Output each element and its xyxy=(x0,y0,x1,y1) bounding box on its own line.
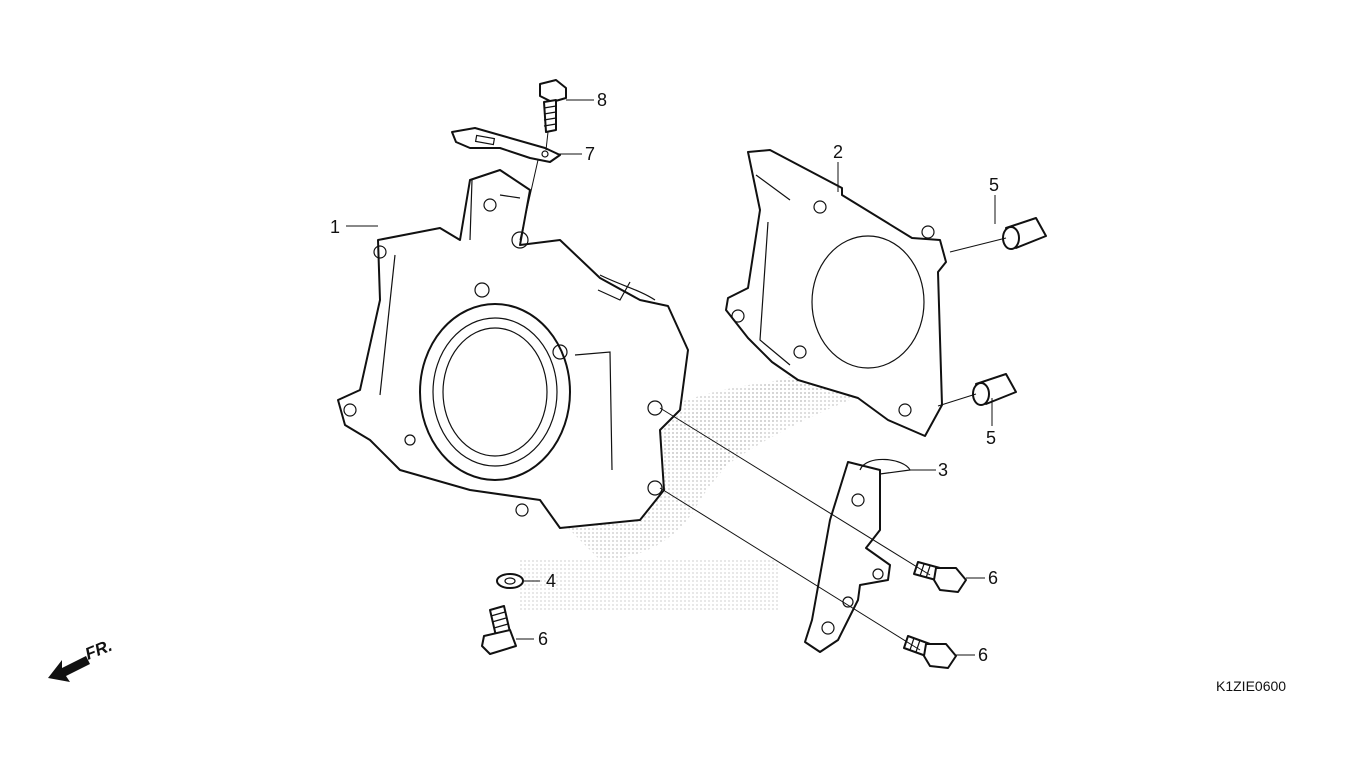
clamp-bracket xyxy=(804,458,911,653)
callout-3: 3 xyxy=(938,460,948,480)
direction-label: FR. xyxy=(82,636,115,664)
bracket-plate xyxy=(451,127,561,163)
cylinder-block xyxy=(337,169,689,529)
callout-6-left: 6 xyxy=(538,629,548,649)
callout-6-lower: 6 xyxy=(978,645,988,665)
bolt-6-mid xyxy=(913,561,967,593)
callout-1: 1 xyxy=(330,217,340,237)
callout-5-lower: 5 xyxy=(986,428,996,448)
dowel-pin-lower xyxy=(972,373,1017,406)
callout-2: 2 xyxy=(833,142,843,162)
diagram-code: K1ZIE0600 xyxy=(1216,678,1286,694)
callout-8: 8 xyxy=(597,90,607,110)
callout-4: 4 xyxy=(546,571,556,591)
callout-6-mid: 6 xyxy=(988,568,998,588)
front-direction-arrow-icon: FR. xyxy=(48,636,115,682)
bolt-8 xyxy=(539,79,567,133)
bolt-6-left xyxy=(481,605,517,655)
callout-7: 7 xyxy=(585,144,595,164)
dowel-pin-upper xyxy=(1002,217,1047,250)
bolt-6-lower xyxy=(903,635,957,669)
leader-lines xyxy=(346,99,1007,656)
cylinder-gasket xyxy=(725,149,947,437)
callout-5-upper: 5 xyxy=(989,175,999,195)
washer xyxy=(496,573,524,589)
